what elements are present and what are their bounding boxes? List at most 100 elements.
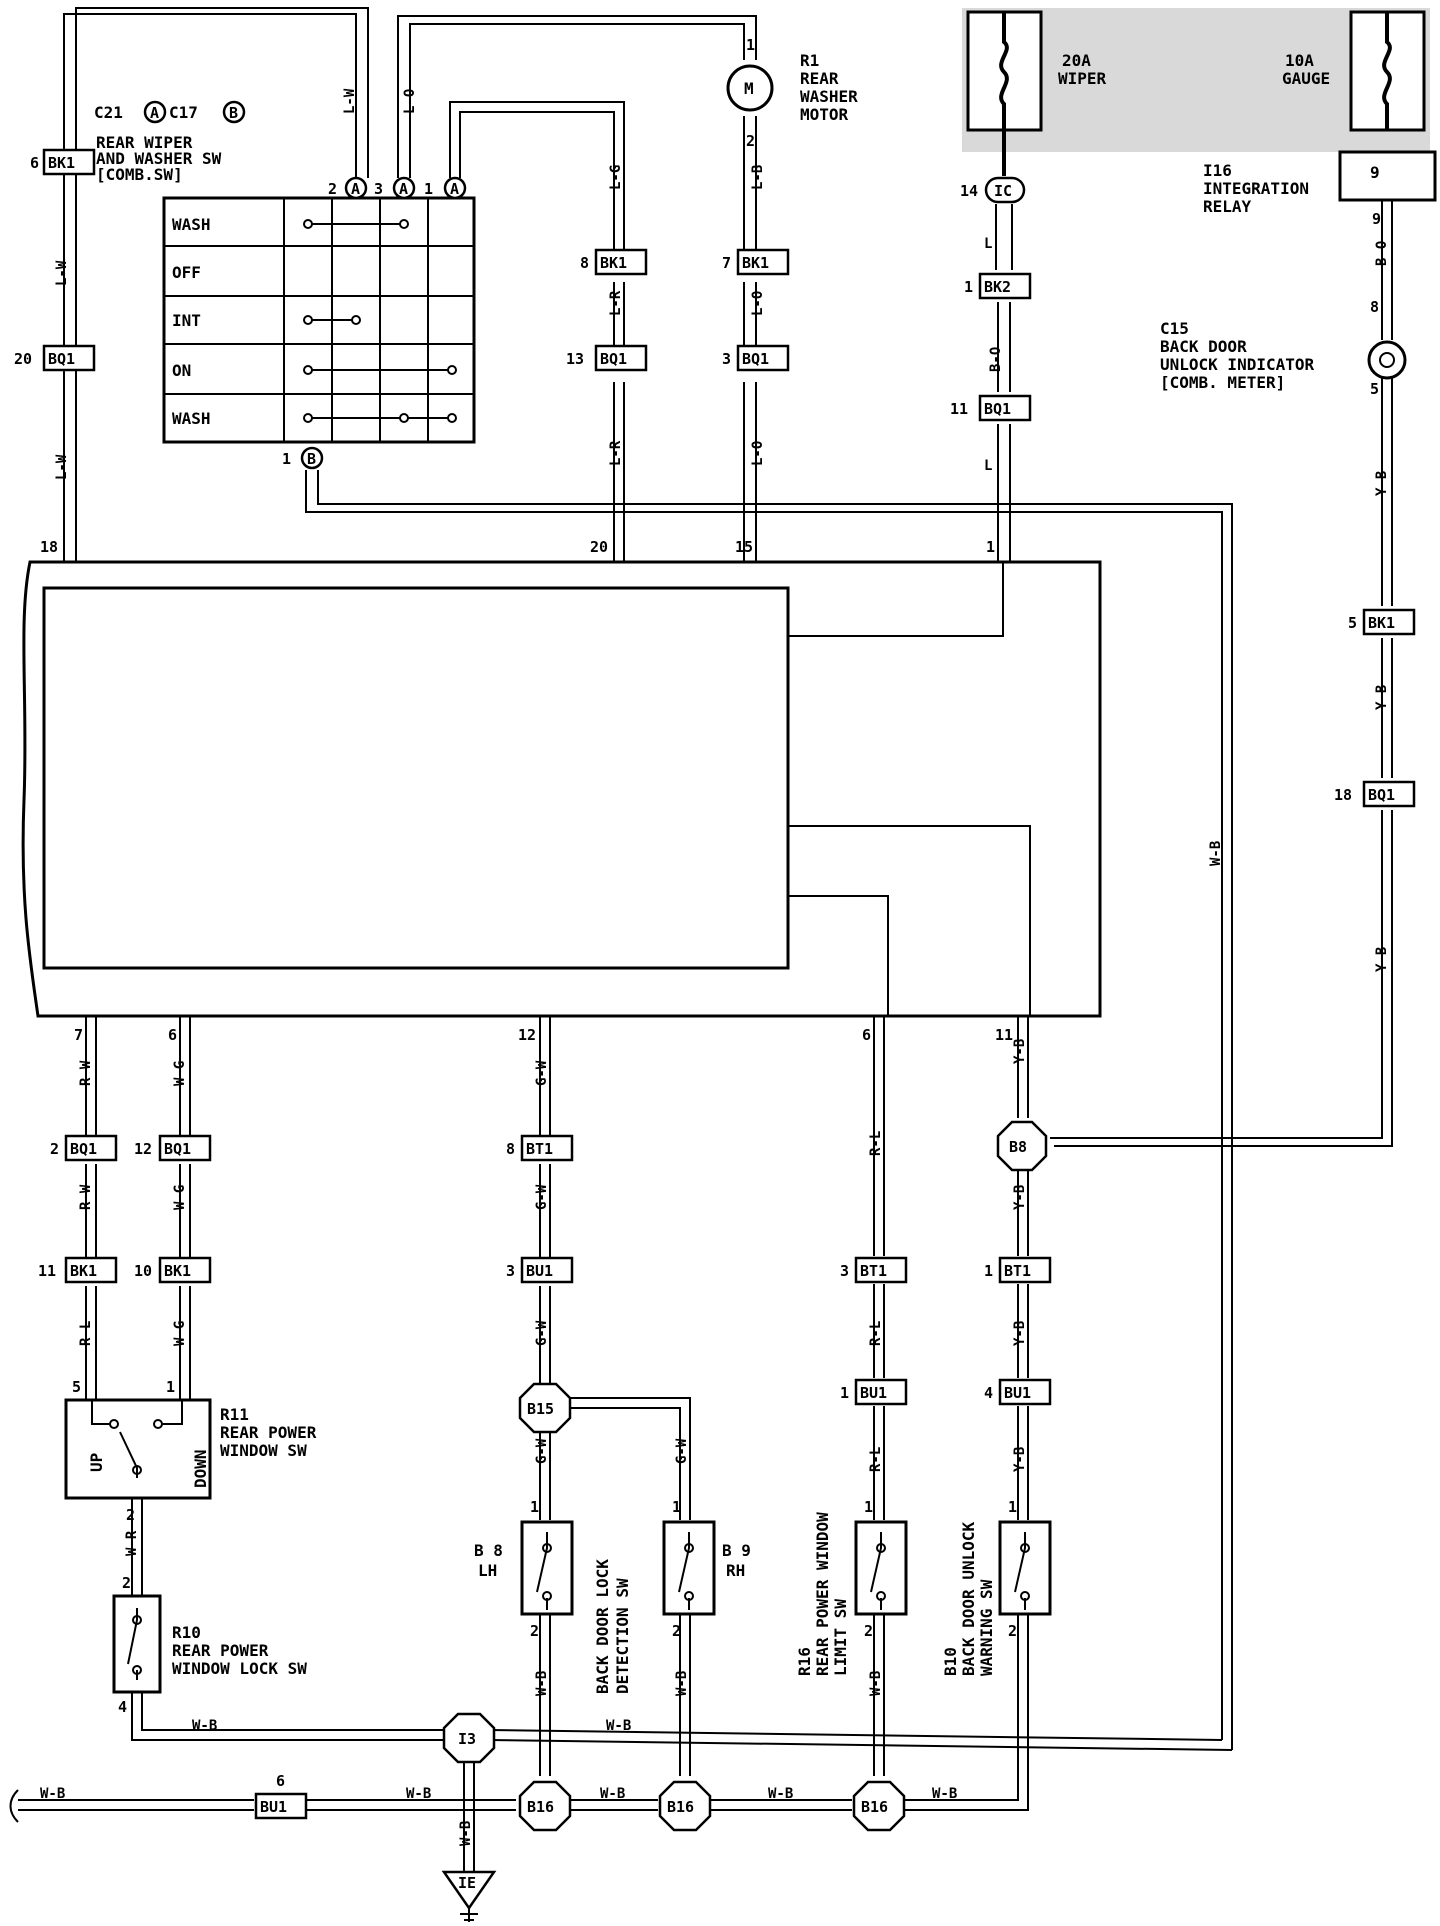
r16-code: R16 (795, 1647, 814, 1676)
wire-wb-3: W-B (606, 1718, 631, 1734)
bq1-2-pin: 2 (50, 1140, 59, 1158)
r1-name-3: MOTOR (800, 105, 849, 124)
bt1-3-pin: 3 (840, 1262, 849, 1280)
wire-wr: W-R (124, 1530, 140, 1556)
wire-wb-12: W-B (458, 1821, 474, 1846)
junction-b8: B8 (1009, 1138, 1027, 1156)
r1-name-1: REAR (800, 69, 839, 88)
b-lock-label-1: BACK DOOR LOCK (593, 1559, 612, 1694)
b8-side: LH (478, 1561, 497, 1580)
wire-wb-5: W-B (674, 1671, 690, 1696)
i16-pin-out: 9 (1372, 210, 1381, 228)
wire-wb-4: W-B (534, 1671, 550, 1696)
r11-pin-1: 1 (166, 1378, 175, 1396)
wire-yb-2: Y-B (1374, 685, 1390, 710)
fuse-gauge: 10A GAUGE (1282, 10, 1426, 132)
i16-name-1: INTEGRATION (1203, 179, 1309, 198)
switch-pin-3: 3 (374, 180, 383, 198)
wire-gw-4: G-W (534, 1438, 550, 1464)
bk1-8-pin: 8 (580, 254, 589, 272)
bq1-3-name: BQ1 (742, 350, 769, 368)
i16-name-2: RELAY (1203, 197, 1252, 216)
b9-code: B 9 (722, 1541, 751, 1560)
b10-pin-1: 1 (1008, 1498, 1017, 1516)
r16-name-1: REAR POWER WINDOW (813, 1512, 832, 1676)
bu1-4-pin: 4 (984, 1384, 993, 1402)
c21-name-1: REAR WIPER (96, 133, 193, 152)
bt1-1-pin: 1 (984, 1262, 993, 1280)
switch-row-wash-2: WASH (172, 409, 211, 428)
r16-name-2: LIMIT SW (831, 1599, 850, 1676)
wire-wb-10: W-B (768, 1786, 793, 1802)
wire-gw-5: G-W (674, 1438, 690, 1464)
bq1-13-pin: 13 (566, 350, 584, 368)
wire-lo-2: L-O (750, 291, 766, 316)
bu1-1-name: BU1 (860, 1384, 887, 1402)
wire-yb-6: Y-B (1012, 1321, 1028, 1346)
wire-gw-2: G-W (534, 1184, 550, 1210)
wire-lw-2: L-W (54, 260, 70, 286)
wire-wb-6: W-B (868, 1671, 884, 1696)
fuse-wiper: 20A WIPER (966, 10, 1107, 132)
b9-pin-1: 1 (672, 1498, 681, 1516)
bk1-6-name: BK1 (48, 154, 75, 172)
wire-rl-1: R-L (78, 1321, 94, 1346)
r10-pin-4: 4 (118, 1698, 127, 1716)
b9-pin-2: 2 (672, 1622, 681, 1640)
r11-pin-5: 5 (72, 1378, 81, 1396)
i16-pin-box: 9 (1370, 163, 1380, 182)
b8-pin-2: 2 (530, 1622, 539, 1640)
bu1-4-name: BU1 (1004, 1384, 1031, 1402)
c21-name-2: AND WASHER SW (96, 149, 222, 168)
b10-name-2: WARNING SW (977, 1579, 996, 1676)
r16-pin-2: 2 (864, 1622, 873, 1640)
bq1-3-pin: 3 (722, 350, 731, 368)
c21-code: C21 (94, 103, 123, 122)
wire-rl-3: R-L (868, 1321, 884, 1346)
unlock-indicator: 8 5 C15 BACK DOOR UNLOCK INDICATOR [COMB… (1160, 298, 1407, 398)
bt1-8-pin: 8 (506, 1140, 515, 1158)
b8-pin-1: 1 (530, 1498, 539, 1516)
wire-gw-1: G-W (534, 1060, 550, 1086)
r11-pin-2: 2 (126, 1506, 135, 1524)
junctions: B8 B15 I3 B16 B16 B16 IE (441, 1120, 1048, 1911)
bk1-5-pin: 5 (1348, 614, 1357, 632)
wire-rl-4: R-L (868, 1447, 884, 1472)
fuse-wiper-name: WIPER (1058, 69, 1107, 88)
junction-i3: I3 (458, 1730, 476, 1748)
back-door-unlock-warning-sw: 1 2 B10 BACK DOOR UNLOCK WARNING SW (941, 1498, 1052, 1676)
wire-lg: L-G (608, 165, 624, 190)
c15-pin-8: 8 (1370, 298, 1379, 316)
b8-code: B 8 (474, 1541, 503, 1560)
junction-b16-3: B16 (861, 1798, 888, 1816)
bq1-18-name: BQ1 (1368, 786, 1395, 804)
wires-bottom (9, 1016, 1233, 1922)
bq1-11-name: BQ1 (984, 400, 1011, 418)
rear-power-window-sw: UP DOWN 5 1 2 R11 REAR POWER WINDOW SW (64, 1378, 317, 1524)
r11-code: R11 (220, 1405, 249, 1424)
wire-lr-1: L-R (608, 290, 624, 316)
bq1-2-name: BQ1 (70, 1140, 97, 1158)
wire-wb-11: W-B (932, 1786, 957, 1802)
bk1-11-pin: 11 (38, 1262, 56, 1280)
r1-name-2: WASHER (800, 87, 858, 106)
bq1-13-name: BQ1 (600, 350, 627, 368)
fuse-gauge-name: GAUGE (1282, 69, 1330, 88)
rear-window-limit-sw: 1 2 R16 REAR POWER WINDOW LIMIT SW (795, 1498, 908, 1676)
r10-pin-2: 2 (122, 1574, 131, 1592)
wire-bo-1: B-O (988, 347, 1004, 372)
b-lock-label-2: DETECTION SW (613, 1578, 632, 1694)
fuse-gauge-amp: 10A (1285, 51, 1314, 70)
wire-l-2: L (984, 458, 992, 474)
r10-name-1: REAR POWER (172, 1641, 269, 1660)
bk2-1-pin: 1 (964, 278, 973, 296)
c17-code: C17 (169, 103, 198, 122)
bq1-12-pin: 12 (134, 1140, 152, 1158)
switch-pin-1b: 1 (282, 450, 291, 468)
bk1-11-name: BK1 (70, 1262, 97, 1280)
wire-wg-1: W-G (172, 1061, 188, 1086)
motor-pin-1: 1 (746, 36, 755, 54)
wire-rw-1: R-W (78, 1060, 94, 1086)
